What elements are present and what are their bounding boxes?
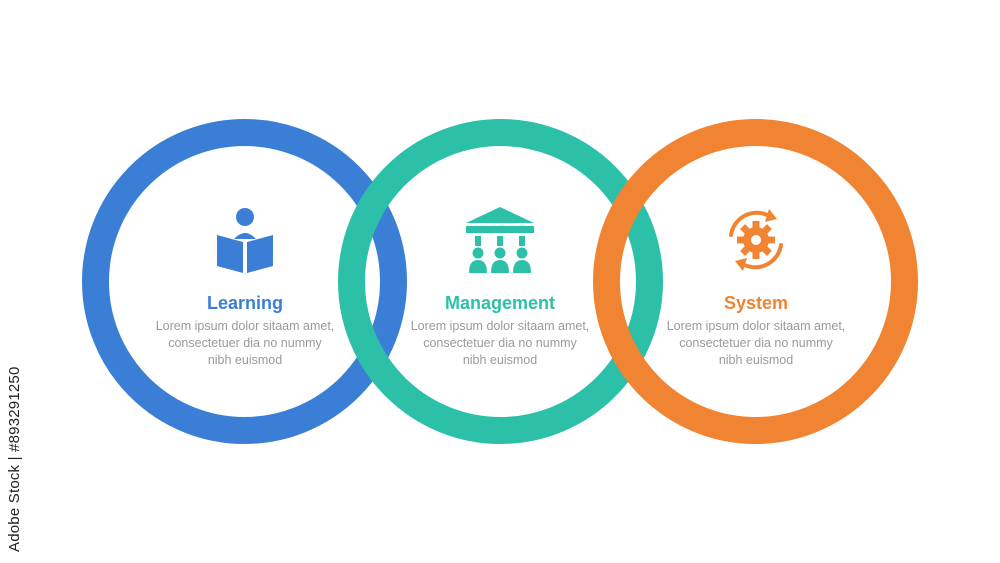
institution-people-icon	[400, 200, 600, 280]
system-description: Lorem ipsum dolor sitaam amet, consectet…	[666, 319, 846, 367]
watermark-side-text: Adobe Stock | #893291250	[6, 366, 23, 552]
management-title: Management	[444, 293, 556, 313]
system-title: System	[723, 293, 789, 313]
gear-cycle-icon	[656, 200, 856, 280]
management-description: Lorem ipsum dolor sitaam amet, consectet…	[410, 319, 590, 367]
management-node: Management Lorem ipsum dolor sitaam amet…	[400, 200, 600, 369]
learning-description: Lorem ipsum dolor sitaam amet, consectet…	[155, 319, 335, 367]
system-node: System Lorem ipsum dolor sitaam amet, co…	[656, 200, 856, 369]
learning-title: Learning	[206, 293, 283, 313]
learning-node: Learning Lorem ipsum dolor sitaam amet, …	[145, 200, 345, 369]
reader-book-icon	[145, 200, 345, 280]
